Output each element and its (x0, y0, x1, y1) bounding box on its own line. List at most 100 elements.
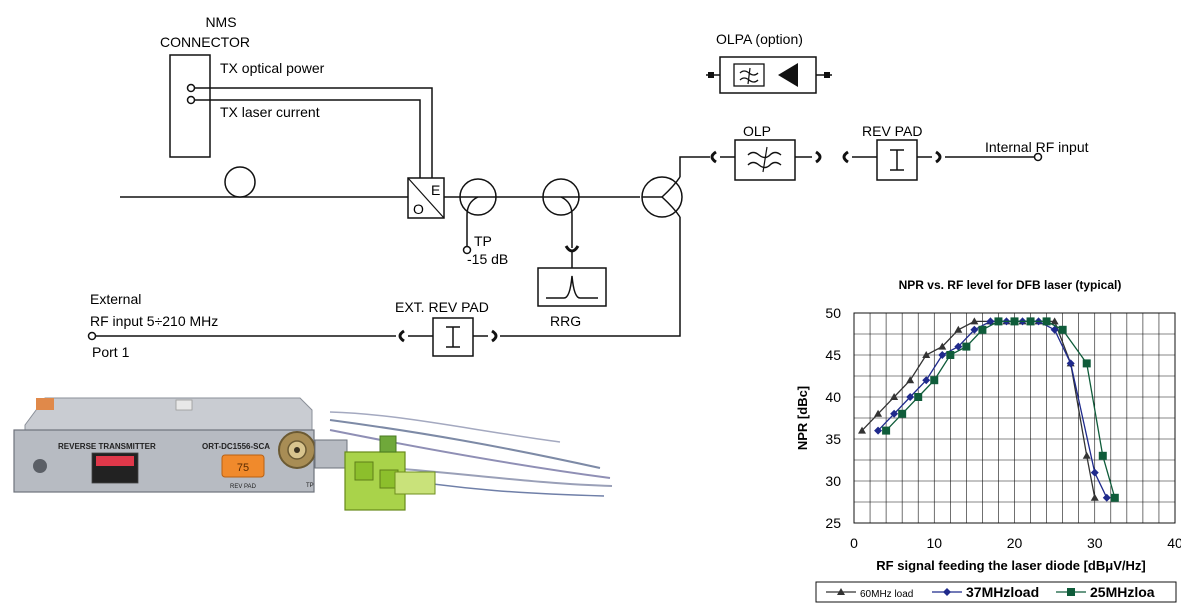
chart-point (1067, 588, 1075, 596)
ext-rev-pad-icon (432, 317, 474, 357)
olp-filter-icon (734, 139, 796, 181)
chart-point (962, 342, 971, 351)
chart-point (1058, 325, 1067, 334)
ext-rev-pad-connector-left (398, 329, 405, 343)
chart-point (1098, 451, 1107, 460)
nms-connector: NMS CONNECTOR (160, 14, 250, 158)
chart-point (954, 325, 963, 333)
chart-series-line (861, 320, 1096, 498)
tx-optical-power-line (195, 87, 433, 180)
chart-legend-label: 37MHzload (966, 584, 1039, 600)
internal-rf-input-label: Internal RF input (985, 139, 1089, 155)
chart-title: NPR vs. RF level for DFB laser (typical) (899, 278, 1122, 292)
chart-point (874, 426, 883, 435)
chart-y-tick-label: 50 (825, 305, 841, 321)
chart-point (1042, 317, 1051, 326)
chart-point (1110, 493, 1119, 502)
chart-point (874, 409, 883, 417)
chart-point (946, 351, 955, 359)
rrg-coupler-icon (542, 178, 580, 268)
chart-legend-entry: 37MHzload (932, 584, 1039, 600)
tp-test-point (462, 245, 472, 255)
tp-label: TP (474, 233, 492, 249)
photo-tab-left (36, 398, 54, 410)
chart-point (970, 325, 979, 334)
chart-point (978, 325, 987, 334)
ext-rev-pad-connector-right (491, 329, 498, 343)
external-rf-input-label: RF input 5÷210 MHz (90, 313, 218, 329)
eo-label-o: O (413, 201, 424, 217)
nms-pin-optical-power (186, 83, 196, 93)
chart-x-tick-label: 40 (1167, 535, 1181, 551)
chart-legend-label: 25MHzloa (1090, 584, 1155, 600)
chart-y-tick-label: 35 (825, 431, 841, 447)
chart-x-tick-label: 20 (1007, 535, 1023, 551)
nms-connector-box (169, 54, 211, 158)
chart-y-tick-label: 45 (825, 347, 841, 363)
eo-label-e: E (431, 182, 440, 198)
chart-point (943, 588, 951, 596)
reverse-transmitter-photo: REVERSE TRANSMITTER ORT-DC1556-SCA 75 RE… (13, 397, 613, 511)
port-1-label: Port 1 (92, 344, 130, 360)
chart-point (898, 409, 907, 418)
chart-legend-entry: 25MHzloa (1056, 584, 1155, 600)
chart-point (906, 393, 915, 401)
chart-point (930, 376, 939, 385)
chart-point (970, 317, 979, 325)
chart-point (1010, 317, 1019, 326)
photo-tp-label: TP (306, 483, 314, 489)
chart-point (1066, 359, 1075, 368)
internal-rf-input-port (1033, 152, 1043, 162)
chart-x-tick-label: 0 (850, 535, 858, 551)
photo-reverse-transmitter-label: REVERSE TRANSMITTER (58, 442, 156, 451)
chart-legend: 60MHz load 37MHzload 25MHzloa (815, 581, 1177, 603)
chart-point (1082, 451, 1091, 459)
chart-y-tick-label: 40 (825, 389, 841, 405)
chart-point (938, 342, 947, 350)
external-rf-input-port (87, 331, 97, 341)
chart-series-line (877, 320, 1108, 499)
chart-point (994, 317, 1003, 326)
olpa-label: OLPA (option) (716, 31, 803, 47)
chart-point (1026, 317, 1035, 326)
olp-connector-right (815, 150, 822, 164)
olp-connector-left (710, 150, 735, 164)
photo-rev-pad-label: REV PAD (230, 484, 257, 490)
tp-attenuation-label: -15 dB (467, 251, 508, 267)
chart-x-tick-label: 10 (926, 535, 942, 551)
tx-laser-current-line (195, 99, 421, 180)
chart-point (837, 588, 845, 595)
chart-point (1050, 325, 1059, 334)
chart-series-2 (882, 317, 1119, 502)
chart-point (906, 376, 915, 384)
external-rf-path (500, 217, 681, 337)
tp-coupler-icon (459, 178, 497, 255)
chart-x-axis-label: RF signal feeding the laser diode [dBμV/… (876, 558, 1145, 573)
chart-point (954, 342, 963, 351)
chart-point (914, 393, 923, 401)
eo-converter: E O (407, 177, 445, 219)
nms-pin-laser-current (186, 95, 196, 105)
chart-y-tick-label: 30 (825, 473, 841, 489)
chart-series-1 (874, 317, 1111, 502)
chart-grid (853, 312, 1176, 524)
chart-point (890, 409, 899, 418)
chart-point (986, 317, 995, 326)
rrg-generator-icon (537, 267, 607, 307)
chart-point (890, 393, 899, 400)
nms-connector-label-1: NMS (205, 14, 236, 30)
olp-label: OLP (743, 123, 771, 139)
chart-legend-label: 60MHz load (860, 589, 913, 600)
chart-point (1090, 493, 1099, 501)
internal-rf-path (679, 156, 710, 177)
photo-pad-value: 75 (237, 462, 249, 474)
rev-pad-connector-right (935, 150, 942, 164)
external-label: External (90, 291, 141, 307)
tx-laser-current-label: TX laser current (220, 104, 320, 120)
rev-pad-icon (876, 139, 918, 181)
photo-model-label: ORT-DC1556-SCA (202, 442, 270, 451)
chart-y-axis-label: NPR [dBc] (795, 386, 810, 450)
